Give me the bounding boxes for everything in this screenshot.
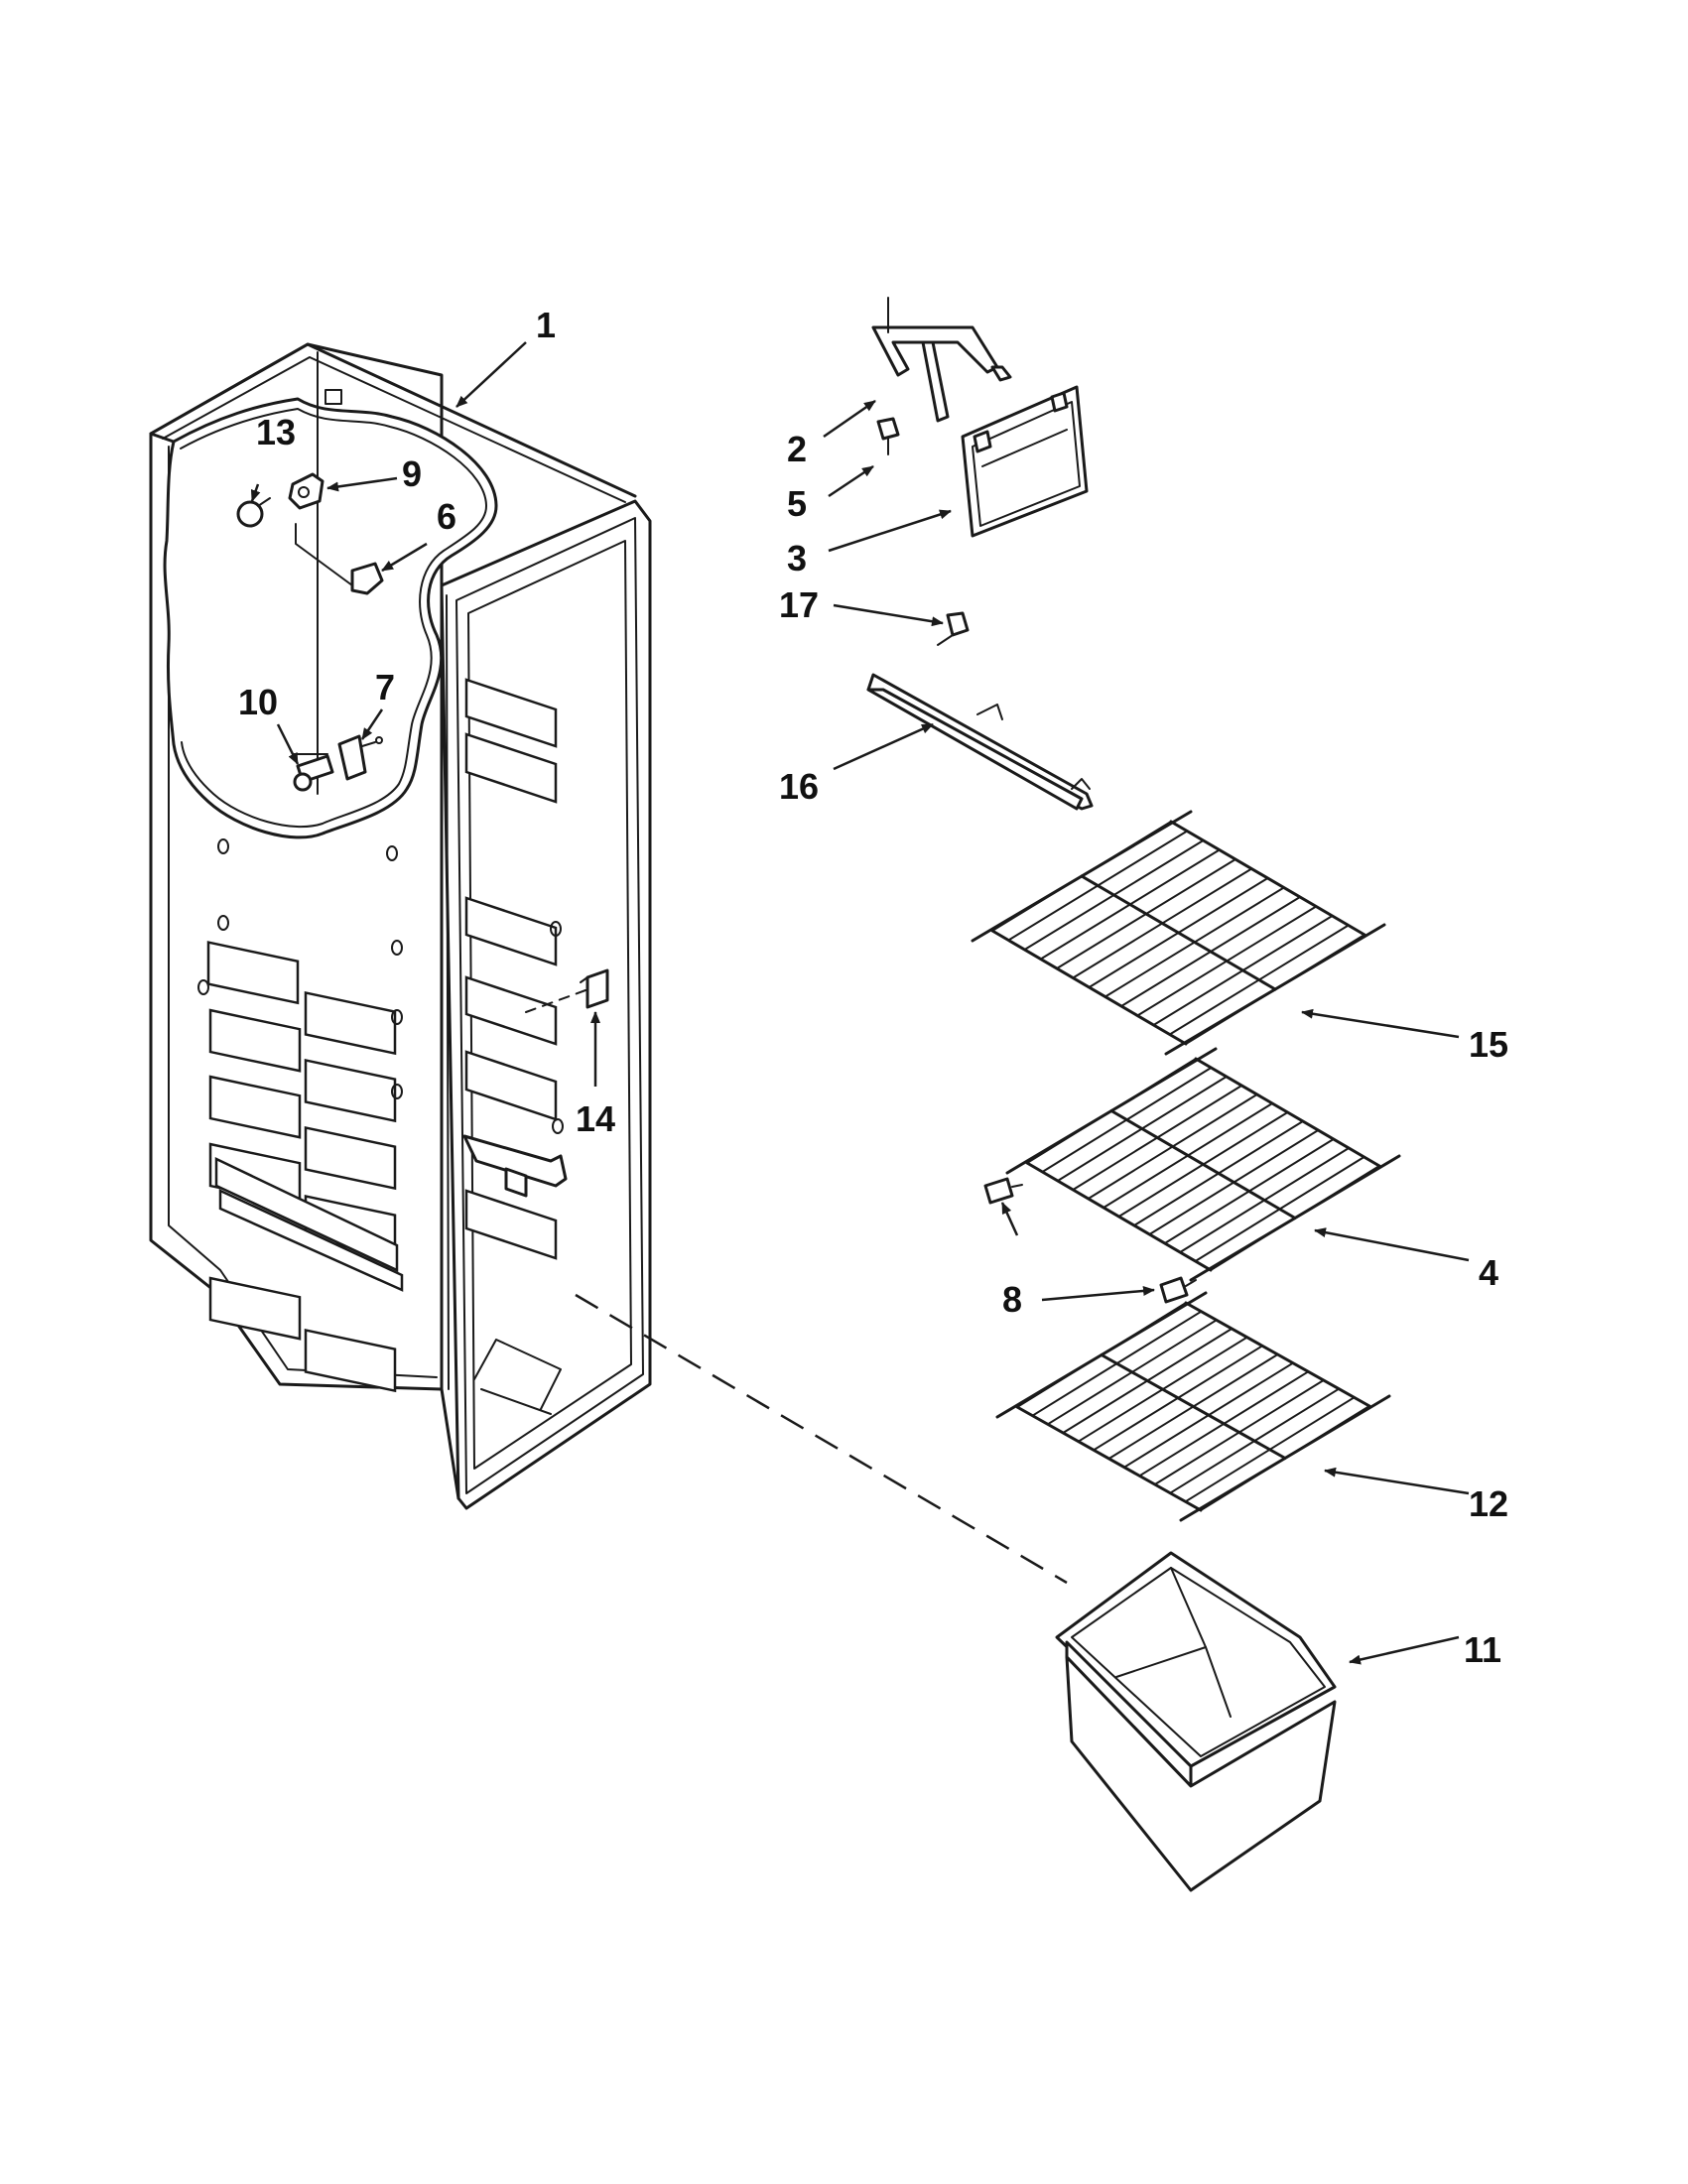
- leader-lines: [250, 341, 1470, 1665]
- light-bulb: [236, 497, 271, 528]
- screw: [876, 417, 900, 455]
- callout-14: 14: [576, 1098, 615, 1139]
- callout-17: 17: [779, 584, 819, 625]
- callout-8: 8: [1002, 1279, 1022, 1320]
- wire-shelf-lower: [995, 1291, 1391, 1522]
- wire-clip: [295, 523, 384, 595]
- callout-16: 16: [779, 766, 819, 807]
- shelf-stop-right: [1159, 1276, 1197, 1304]
- light-socket: [288, 472, 325, 510]
- lamp-cover: [961, 385, 1089, 538]
- shelf-rail: [866, 673, 1094, 811]
- callout-2: 2: [787, 429, 807, 469]
- shelf-clip: [525, 968, 609, 1013]
- mounting-screw: [937, 611, 970, 646]
- door-switch: [292, 753, 334, 792]
- callout-15: 15: [1469, 1024, 1508, 1065]
- callout-10: 10: [238, 682, 278, 722]
- callout-11: 11: [1464, 1629, 1501, 1670]
- callout-1: 1: [536, 305, 556, 345]
- callout-5: 5: [787, 483, 807, 524]
- callout-13: 13: [256, 412, 296, 452]
- freezer-liner: [149, 342, 652, 1510]
- switch-bracket: [337, 734, 383, 781]
- callout-3: 3: [787, 538, 807, 578]
- callout-labels: 1 2 5 3 17 16 13 9 6 10 7 14 15 4 8 12 1…: [238, 305, 1508, 1670]
- lamp-bracket: [871, 297, 1012, 423]
- wire-shelf-middle: [1005, 1047, 1401, 1282]
- callout-7: 7: [375, 667, 395, 707]
- callout-12: 12: [1469, 1483, 1508, 1524]
- wire-shelf-upper: [971, 810, 1386, 1056]
- callout-9: 9: [402, 453, 422, 494]
- shelf-stop-left: [983, 1177, 1023, 1205]
- callout-6: 6: [437, 496, 456, 537]
- callout-4: 4: [1479, 1252, 1498, 1293]
- freezer-bin: [1055, 1551, 1337, 1892]
